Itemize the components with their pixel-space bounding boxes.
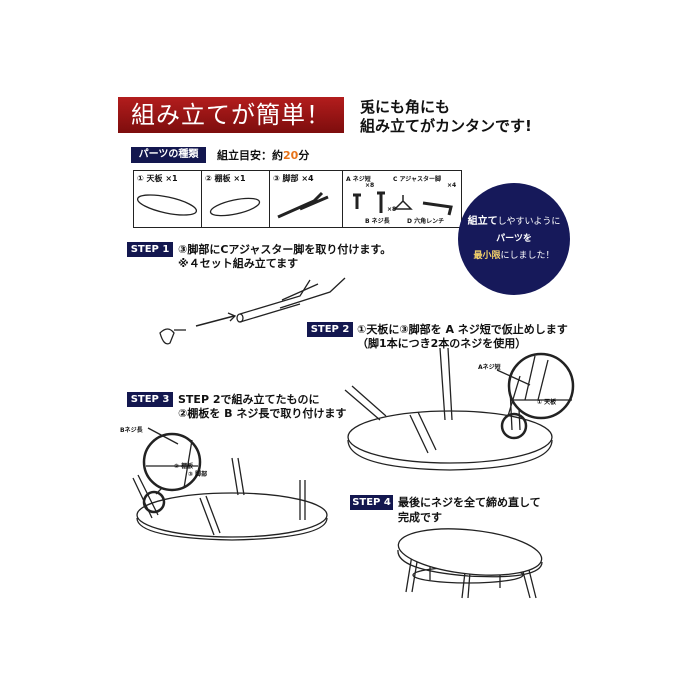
leg-illustration <box>277 191 329 219</box>
assembly-time: 組立目安：約20分 <box>217 149 309 163</box>
part-legs: ③ 脚部 ×4 <box>269 170 343 228</box>
adjuster-count: ×4 <box>447 182 457 189</box>
title-banner: 組み立てが簡単！ <box>118 97 344 133</box>
badge-text: しやすいように <box>497 217 561 227</box>
time-prefix: 組立目安：約 <box>217 149 283 162</box>
parts-table: ① 天板 ×1 ② 棚板 ×1 ③ 脚部 ×4 A ネジ短 ×8 C アジャスタ… <box>133 170 462 228</box>
screw-a-label: A ネジ短 <box>346 176 371 183</box>
badge-text: パーツを <box>496 234 532 244</box>
part-shelf-board: ② 棚板 ×1 <box>201 170 270 228</box>
step3-text: STEP 2で組み立てたものに <box>178 393 320 406</box>
tagline-line1: 兎にも角にも <box>360 98 451 116</box>
part-label: ① 天板 ×1 <box>137 174 178 183</box>
step2-note: （脚1本につき2本のネジを使用） <box>357 337 527 350</box>
badge-text: にしました！ <box>500 251 555 261</box>
screw-b-count: ×8 <box>387 206 397 213</box>
minimal-parts-badge: 組立てしやすいように パーツを 最小限にしました！ <box>458 183 570 295</box>
adjuster-label: C アジャスター脚 <box>393 176 441 183</box>
screw-a-count: ×8 <box>365 182 375 189</box>
step1-note: ※４セット組み立てます <box>178 257 299 270</box>
step2-illustration <box>344 347 575 471</box>
hardware-illustration <box>353 191 453 216</box>
step1-text: ③脚部にCアジャスター脚を取り付けます。 <box>178 243 392 256</box>
step3-illustration <box>132 427 328 541</box>
step2-label: STEP 2 <box>307 322 353 337</box>
part-hardware: A ネジ短 ×8 C アジャスター脚 ×4 ×8 B ネジ長 D 六角レンチ <box>342 170 462 228</box>
parts-tag: パーツの種類 <box>131 147 206 163</box>
tagline-line2: 組み立てがカンタンです! <box>360 117 532 135</box>
step4-illustration <box>397 528 543 599</box>
header-tagline: 兎にも角にも 組み立てがカンタンです! <box>360 98 532 136</box>
step3-callout-part1: ② 棚板 <box>174 463 194 470</box>
step3-callout-part2: ③ 脚部 <box>188 471 208 478</box>
step3-label: STEP 3 <box>127 392 173 407</box>
part-label: ③ 脚部 ×4 <box>273 174 314 183</box>
shelf-board-illustration <box>209 197 261 217</box>
screw-b-label: B ネジ長 <box>365 218 390 225</box>
part-top-board: ① 天板 ×1 <box>133 170 202 228</box>
top-board-illustration <box>136 194 198 216</box>
badge-highlight: 最小限 <box>473 251 501 261</box>
time-suffix: 分 <box>298 149 310 162</box>
step3-callout: Bネジ長 <box>120 427 143 434</box>
time-value: 20 <box>283 149 299 162</box>
step2-callout: Aネジ短 <box>478 364 501 371</box>
hex-wrench-label: D 六角レンチ <box>407 218 445 225</box>
step2-text: ①天板に③脚部を A ネジ短で仮止めします <box>357 323 568 336</box>
part-label: ② 棚板 ×1 <box>205 174 246 183</box>
step4-label: STEP 4 <box>350 495 393 510</box>
step4-text: 最後にネジを全て締め直して <box>398 496 541 509</box>
badge-bold: 組立て <box>467 216 498 227</box>
step1-label: STEP 1 <box>127 242 173 257</box>
step3-note: ②棚板を B ネジ長で取り付けます <box>178 407 347 420</box>
step2-callout-part: ① 天板 <box>537 399 557 406</box>
step4-note: 完成です <box>398 511 442 524</box>
